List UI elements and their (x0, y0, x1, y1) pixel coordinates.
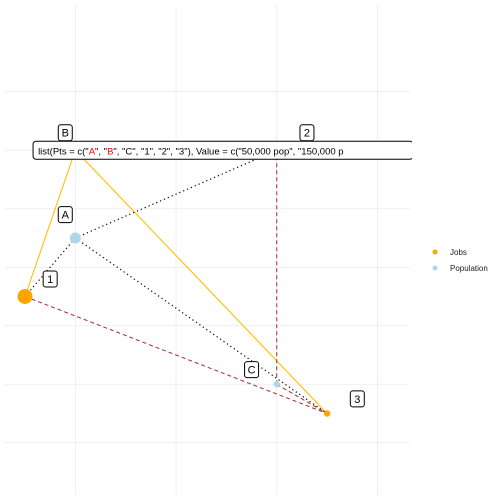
point-jobs (17, 289, 33, 304)
svg-text:2: 2 (304, 128, 310, 140)
point-label: A (57, 206, 73, 224)
segment-dashed (24, 296, 328, 414)
legend-label: Jobs (450, 248, 467, 257)
segment-solid (24, 150, 76, 297)
legend-label: Population (450, 264, 488, 273)
grid (5, 5, 410, 495)
segment-dotted (75, 149, 277, 239)
point-label: C (244, 361, 260, 379)
svg-text:B: B (62, 128, 69, 140)
point-label: 2 (299, 124, 315, 142)
svg-text:A: A (62, 210, 70, 222)
legend-key (432, 249, 438, 255)
annotation-text: list(Pts = c("A", "B", "C", "1", "2", "3… (38, 146, 344, 157)
point-label: B (57, 124, 73, 142)
point-label: 1 (42, 270, 58, 288)
svg-text:3: 3 (354, 394, 360, 406)
point-population (69, 232, 81, 244)
points (17, 232, 331, 417)
annotation-label: list(Pts = c("A", "B", "C", "1", "2", "3… (32, 140, 412, 160)
svg-text:1: 1 (47, 274, 53, 286)
segments (24, 149, 328, 414)
segment-dashed (276, 383, 328, 414)
segment-solid (74, 149, 328, 414)
point-label: 3 (349, 390, 365, 408)
point-population (273, 381, 280, 388)
segment-dotted (24, 237, 76, 297)
point-labels: B 2A 1C 3 (42, 124, 365, 408)
annotation: list(Pts = c("A", "B", "C", "1", "2", "3… (32, 140, 412, 160)
legend-item-jobs: Jobs (432, 248, 467, 257)
svg-text:C: C (248, 365, 256, 377)
legend-key (432, 265, 438, 271)
segment-dotted (75, 237, 328, 414)
legend-item-population: Population (432, 264, 488, 273)
point-jobs (323, 410, 331, 417)
